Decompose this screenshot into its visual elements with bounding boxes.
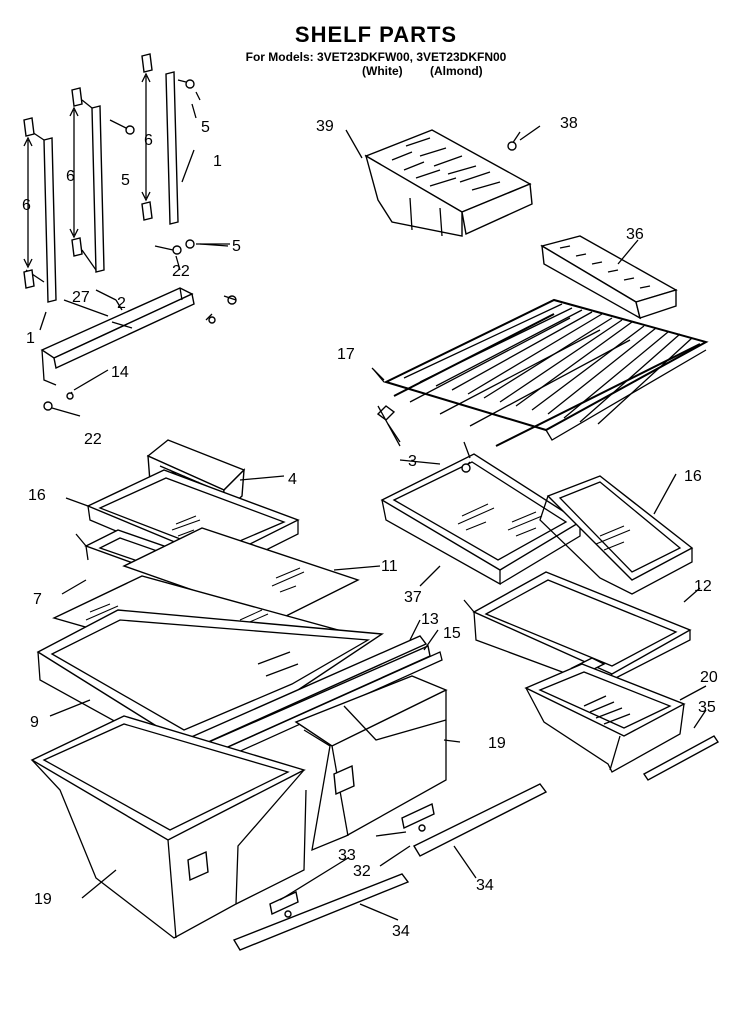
callout-2: 2 <box>117 295 126 312</box>
callout-37: 37 <box>404 589 422 606</box>
callout-3: 3 <box>408 453 417 470</box>
callout-labels: 1 1 2 3 4 5 5 5 6 6 6 7 9 11 12 13 14 15… <box>22 115 718 940</box>
callout-32: 32 <box>353 863 371 880</box>
drawer-slides-33 <box>269 802 435 918</box>
crisper-drawer-19-left <box>30 715 307 939</box>
callout-22-top: 22 <box>172 263 190 280</box>
leader-lines <box>39 103 707 921</box>
crisper-cover-12 <box>463 571 692 687</box>
callout-1-bottom: 1 <box>26 330 35 347</box>
callout-27: 27 <box>72 289 90 306</box>
callout-4: 4 <box>288 471 297 488</box>
shelf-rail-left <box>23 117 57 303</box>
trim-35 <box>642 735 720 781</box>
callout-16-right: 16 <box>684 468 702 485</box>
color-almond-label: (Almond) <box>430 64 483 78</box>
drawer-trim-34 <box>232 783 548 951</box>
callout-11: 11 <box>381 558 398 575</box>
crisper-cover-frame-9 <box>36 609 443 773</box>
callout-7: 7 <box>33 591 42 608</box>
shelf-front-rail <box>40 287 216 400</box>
callout-38: 38 <box>560 115 578 132</box>
callout-1-top: 1 <box>213 153 222 170</box>
models-line: For Models: 3VET23DKFW00, 3VET23DKFN00 <box>245 50 507 64</box>
meat-pan-20 <box>524 663 686 773</box>
callout-34-left: 34 <box>392 923 410 940</box>
callout-19-right: 19 <box>488 735 506 752</box>
callout-13: 13 <box>421 611 439 628</box>
callout-34-right: 34 <box>476 877 494 894</box>
callout-9: 9 <box>30 714 39 731</box>
callout-12: 12 <box>694 578 712 595</box>
color-white-label: (White) <box>362 64 403 78</box>
callout-15: 15 <box>443 625 461 642</box>
shelf-bin-39 <box>364 129 533 237</box>
ice-tray-36 <box>540 235 678 320</box>
callout-39: 39 <box>316 118 334 135</box>
crisper-drawer-19-right <box>294 675 448 852</box>
callout-5-top: 5 <box>201 119 210 136</box>
callout-5-right: 5 <box>232 238 241 255</box>
wire-shelf-17 <box>373 298 709 447</box>
callout-5-mid: 5 <box>121 172 130 189</box>
callout-33: 33 <box>338 847 356 864</box>
part-38-clip <box>507 141 517 151</box>
callout-17: 17 <box>337 346 355 363</box>
callout-36: 36 <box>626 226 644 243</box>
glass-shelf-16-right <box>539 475 694 595</box>
callout-19-left: 19 <box>34 891 52 908</box>
callout-6-middle: 6 <box>66 168 75 185</box>
diagram-title: SHELF PARTS <box>294 22 458 47</box>
callout-6-left: 6 <box>22 197 31 214</box>
shelf-rail-middle <box>69 87 105 273</box>
callout-16-left: 16 <box>28 487 46 504</box>
callout-14: 14 <box>111 364 129 381</box>
callout-20: 20 <box>700 669 718 686</box>
shelf-rail-right <box>141 53 179 225</box>
callout-22-bottom: 22 <box>84 431 102 448</box>
screw-set <box>43 79 237 411</box>
callout-35: 35 <box>698 699 716 716</box>
callout-6-right: 6 <box>144 132 153 149</box>
